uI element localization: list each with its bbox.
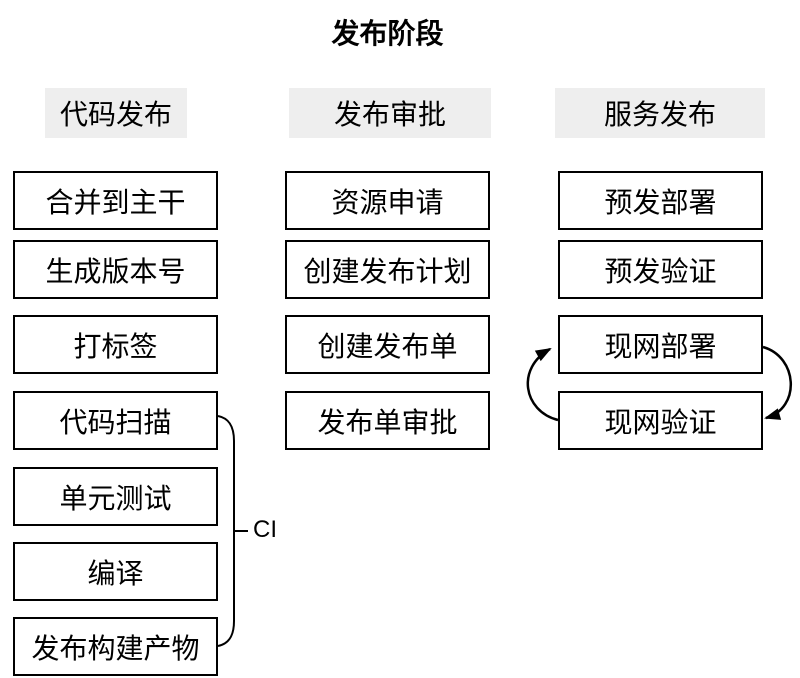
step-release-ticket-approval: 发布单审批: [285, 391, 490, 450]
ci-brace: [217, 415, 235, 647]
step-unit-test: 单元测试: [13, 467, 218, 526]
step-publish-build-artifact: 发布构建产物: [13, 617, 218, 676]
ci-group-label: CI: [253, 516, 277, 543]
step-merge-to-trunk: 合并到主干: [13, 171, 218, 230]
loop-arrow-deploy-to-verify: [762, 345, 792, 420]
step-generate-version-number: 生成版本号: [13, 240, 218, 299]
step-create-release-plan: 创建发布计划: [285, 240, 490, 299]
step-code-scan: 代码扫描: [13, 391, 218, 450]
step-production-verify: 现网验证: [558, 391, 763, 450]
step-staging-deploy: 预发部署: [558, 171, 763, 230]
step-production-deploy: 现网部署: [558, 315, 763, 374]
step-tag: 打标签: [13, 315, 218, 374]
step-staging-verify: 预发验证: [558, 240, 763, 299]
diagram-title: 发布阶段: [331, 18, 444, 49]
loop-arrow-verify-to-deploy: [526, 347, 559, 422]
column-header-code-release: 代码发布: [45, 88, 187, 138]
step-create-release-ticket: 创建发布单: [285, 315, 490, 374]
column-header-release-approval: 发布审批: [289, 88, 491, 138]
column-header-service-release: 服务发布: [555, 88, 765, 138]
step-resource-request: 资源申请: [285, 171, 490, 230]
step-compile: 编译: [13, 542, 218, 601]
